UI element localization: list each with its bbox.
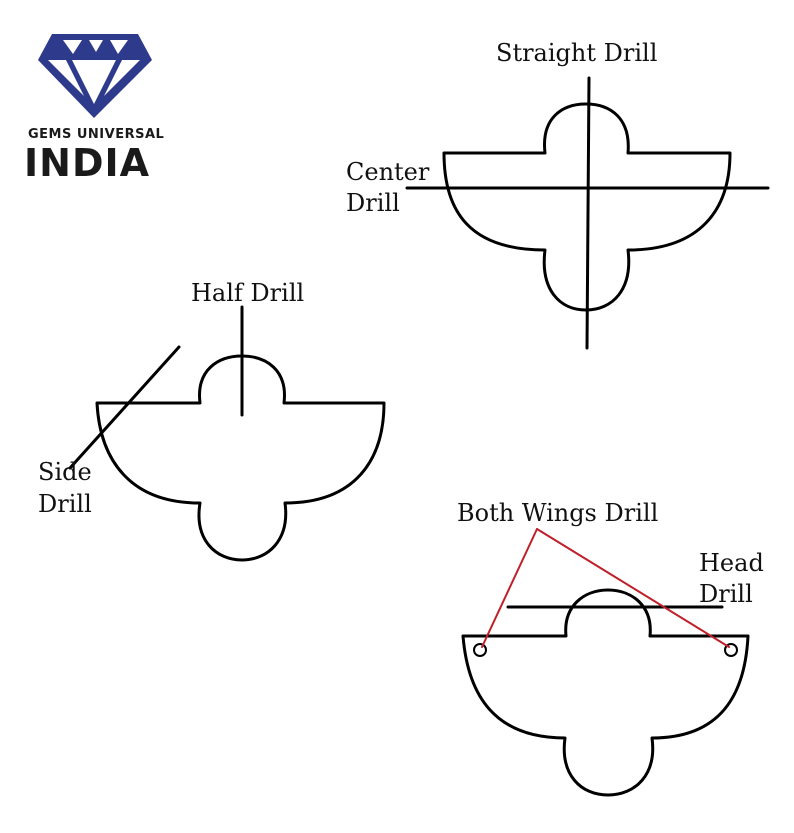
diamond-icon <box>38 34 152 118</box>
logo-text-large: INDIA <box>24 141 151 185</box>
label-center-drill-2: Drill <box>346 189 400 217</box>
wings-pointer-right <box>536 528 730 648</box>
side-drill-line <box>68 345 181 470</box>
right-wing-hole <box>724 643 738 657</box>
straight-drill-line <box>585 76 591 350</box>
label-head-drill-2: Drill <box>699 580 753 608</box>
label-straight-drill: Straight Drill <box>496 39 658 67</box>
logo-text-small: GEMS UNIVERSAL <box>28 127 165 142</box>
label-side-drill-2: Drill <box>38 490 92 518</box>
wings-pointer-left <box>481 528 538 648</box>
bead-outline-wings <box>461 588 750 797</box>
left-wing-hole <box>473 643 487 657</box>
label-both-wings-drill: Both Wings Drill <box>457 499 659 527</box>
label-center-drill-1: Center <box>346 158 430 186</box>
label-half-drill: Half Drill <box>191 279 305 307</box>
bead-outline-center <box>442 102 732 312</box>
label-side-drill-1: Side <box>38 458 92 486</box>
label-head-drill-1: Head <box>699 549 764 577</box>
